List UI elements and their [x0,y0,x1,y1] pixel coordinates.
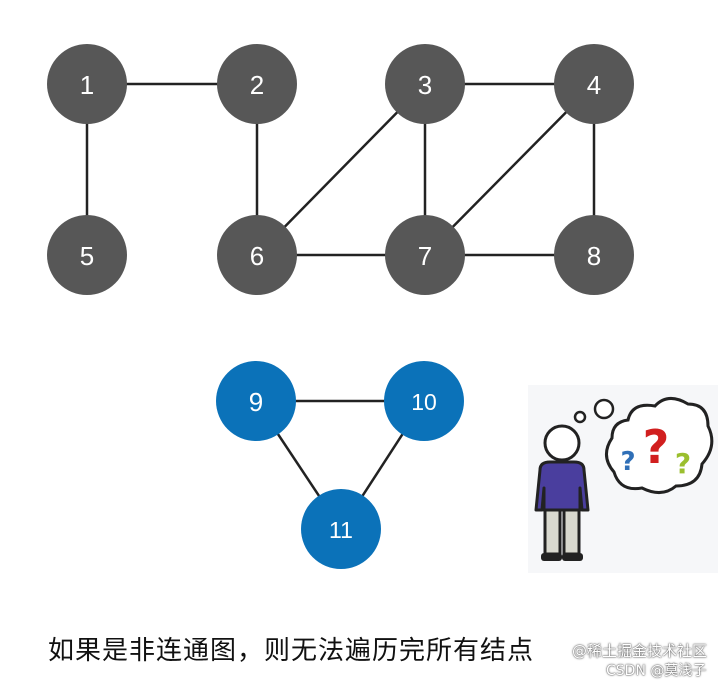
node-label-8: 8 [587,241,601,271]
watermark-juejin: @稀土掘金技术社区 [572,642,708,660]
node-4: 4 [554,44,634,124]
node-label-6: 6 [250,241,264,271]
node-7: 7 [385,215,465,295]
node-circle-9 [216,361,296,441]
node-label-3: 3 [418,70,432,100]
node-label-2: 2 [250,70,264,100]
node-circle-7 [385,215,465,295]
node-9: 9 [216,361,296,441]
question-mark-left: ? [620,447,635,477]
node-circle-11 [301,489,381,569]
graph-nodes: 1 2 3 4 5 6 7 8 9 10 11 [47,44,634,569]
node-5: 5 [47,215,127,295]
question-mark-center: ? [643,420,670,474]
node-10: 10 [384,361,464,441]
person-torso [534,460,590,512]
node-label-11: 11 [329,517,353,543]
node-8: 8 [554,215,634,295]
node-circle-8 [554,215,634,295]
node-circle-4 [554,44,634,124]
node-label-10: 10 [411,389,437,415]
node-label-9: 9 [249,387,263,417]
node-6: 6 [217,215,297,295]
node-label-4: 4 [587,70,601,100]
node-11: 11 [301,489,381,569]
node-3: 3 [385,44,465,124]
node-label-1: 1 [80,70,94,100]
node-circle-5 [47,215,127,295]
node-circle-2 [217,44,297,124]
node-1: 1 [47,44,127,124]
node-circle-1 [47,44,127,124]
person-shoe-left [541,553,562,561]
person-head [543,424,581,462]
node-label-5: 5 [80,241,94,271]
node-circle-3 [385,44,465,124]
graph-edges [85,82,596,530]
watermark-csdn: CSDN @莫浅子 [606,663,707,679]
thought-dot-small [573,410,587,424]
person-leg-right [562,508,581,556]
node-2: 2 [217,44,297,124]
question-mark-right: ? [675,447,691,480]
edge-4-7 [424,83,595,256]
thought-dot-medium [593,398,615,420]
thought-cloud [605,397,714,494]
caption: 如果是非连通图，则无法遍历完所有结点 [48,636,535,666]
person-shoe-right [562,553,583,561]
node-circle-10 [384,361,464,441]
node-label-7: 7 [418,241,432,271]
person-leg-left [543,508,562,556]
confused-person-icon: ? ? ? [528,385,718,573]
node-circle-6 [217,215,297,295]
